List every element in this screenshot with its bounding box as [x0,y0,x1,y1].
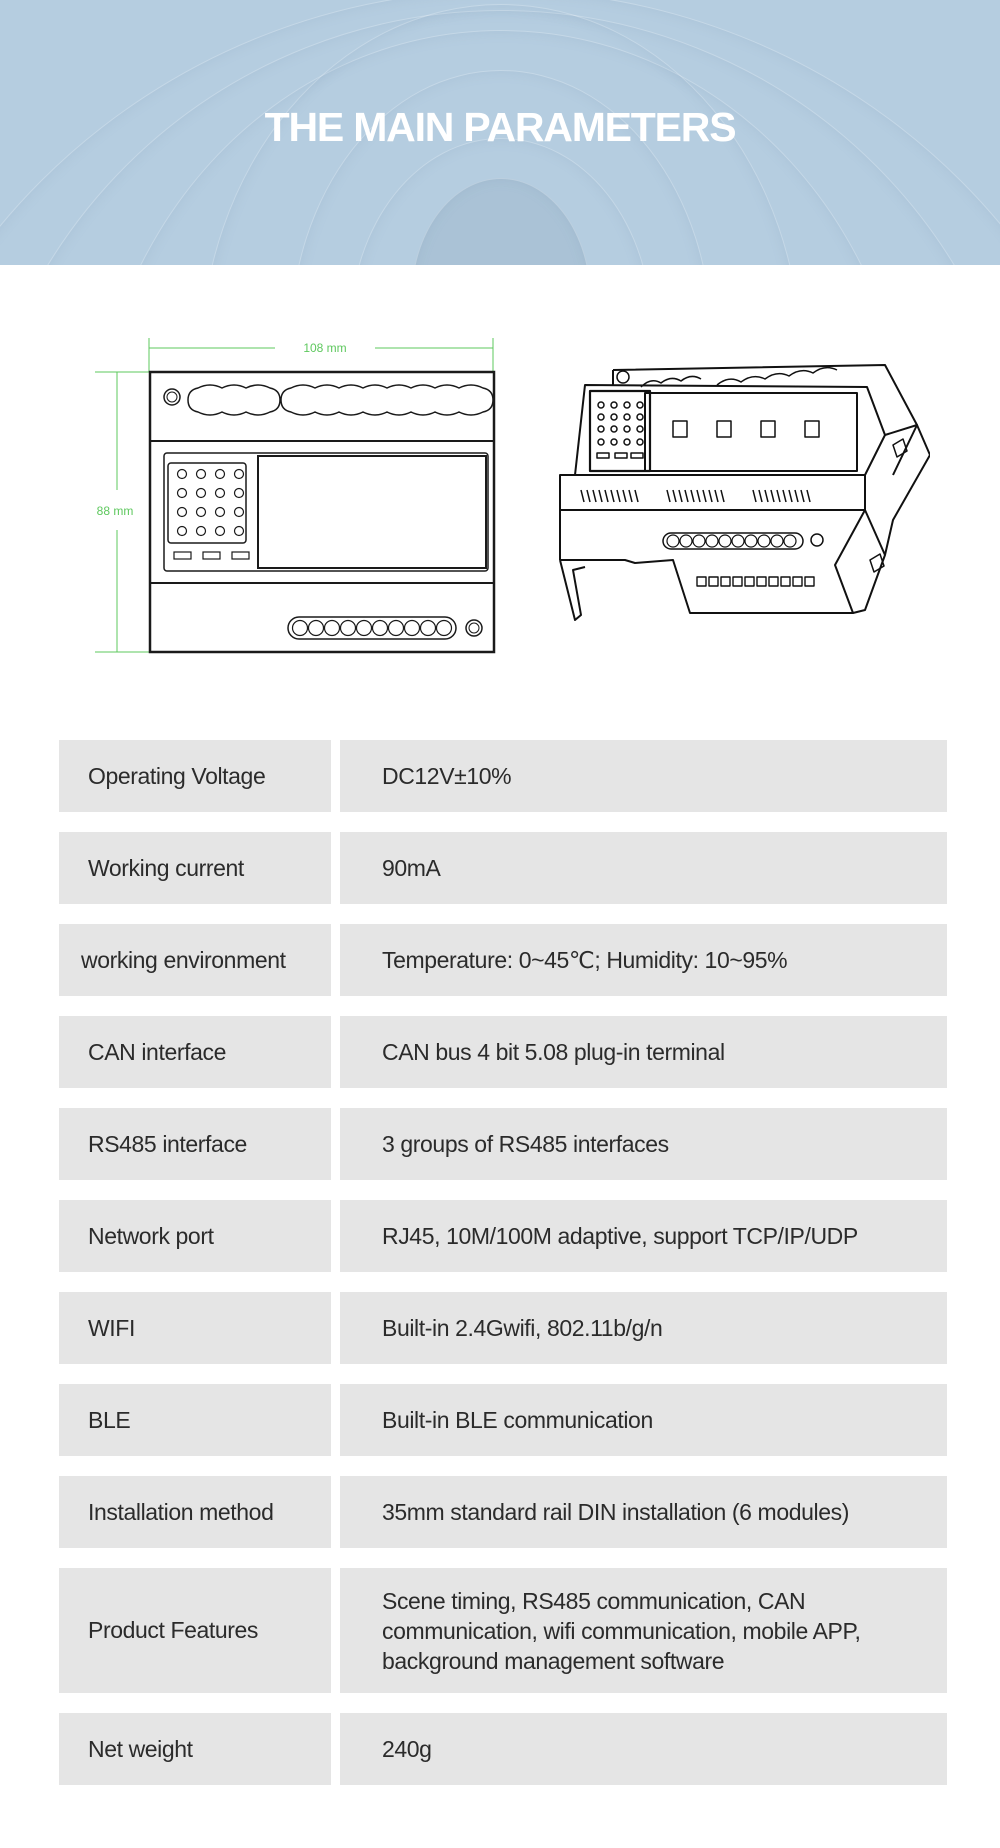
spec-value: Built-in 2.4Gwifi, 802.11b/g/n [340,1292,947,1364]
spec-label: CAN interface [59,1016,331,1088]
isometric-view-diagram [559,364,930,621]
spec-label: RS485 interface [59,1108,331,1180]
hero-banner: THE MAIN PARAMETERS [0,0,1000,265]
table-row: Installation method 35mm standard rail D… [59,1476,947,1548]
spec-label: working environment [59,924,331,996]
front-view-diagram: 108 mm 88 mm [95,338,496,654]
spec-label: Product Features [59,1568,331,1693]
table-row: Net weight 240g [59,1713,947,1785]
spec-value: CAN bus 4 bit 5.08 plug-in terminal [340,1016,947,1088]
spec-value: 3 groups of RS485 interfaces [340,1108,947,1180]
table-row: WIFI Built-in 2.4Gwifi, 802.11b/g/n [59,1292,947,1364]
spec-label: Operating Voltage [59,740,331,812]
table-row: Operating Voltage DC12V±10% [59,740,947,812]
spec-value: Built-in BLE communication [340,1384,947,1456]
table-row: CAN interface CAN bus 4 bit 5.08 plug-in… [59,1016,947,1088]
spec-value: RJ45, 10M/100M adaptive, support TCP/IP/… [340,1200,947,1272]
table-row: Network port RJ45, 10M/100M adaptive, su… [59,1200,947,1272]
spec-table: Operating Voltage DC12V±10% Working curr… [59,740,947,1805]
width-dimension-label: 108 mm [303,341,346,355]
spec-value: 90mA [340,832,947,904]
table-row: Product Features Scene timing, RS485 com… [59,1568,947,1693]
spec-value: Temperature: 0~45℃; Humidity: 10~95% [340,924,947,996]
table-row: working environment Temperature: 0~45℃; … [59,924,947,996]
spec-label: Installation method [59,1476,331,1548]
spec-label: Network port [59,1200,331,1272]
spec-label: Net weight [59,1713,331,1785]
spec-value: 240g [340,1713,947,1785]
spec-label: BLE [59,1384,331,1456]
table-row: RS485 interface 3 groups of RS485 interf… [59,1108,947,1180]
spec-label: Working current [59,832,331,904]
spec-value: DC12V±10% [340,740,947,812]
table-row: Working current 90mA [59,832,947,904]
page-title: THE MAIN PARAMETERS [264,104,737,150]
table-row: BLE Built-in BLE communication [59,1384,947,1456]
height-dimension-label: 88 mm [97,504,134,518]
spec-value: Scene timing, RS485 communication, CAN c… [340,1568,947,1693]
spec-label: WIFI [59,1292,331,1364]
spec-value: 35mm standard rail DIN installation (6 m… [340,1476,947,1548]
